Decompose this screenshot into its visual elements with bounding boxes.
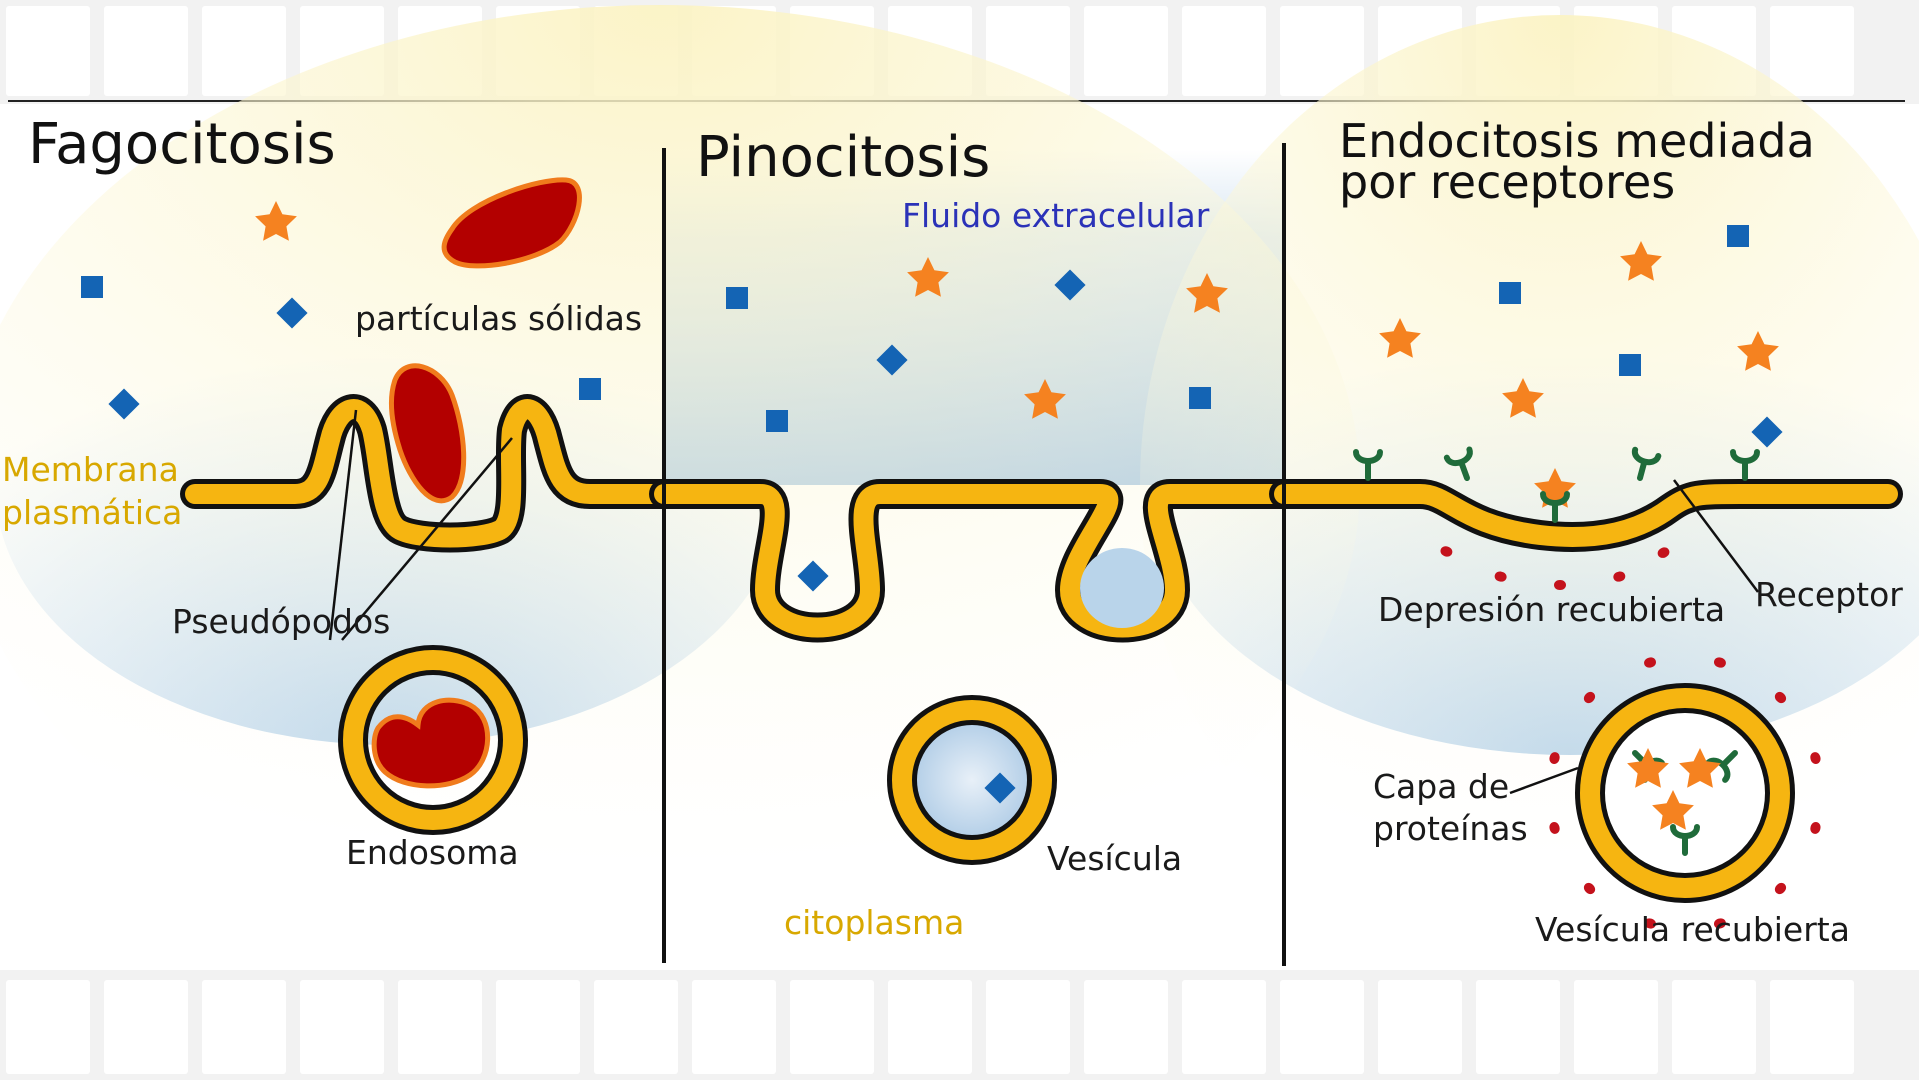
strip-cell bbox=[6, 980, 90, 1074]
molecule-square bbox=[1619, 354, 1641, 376]
strip-cell bbox=[790, 980, 874, 1074]
strip-cell bbox=[986, 980, 1070, 1074]
strip-cell bbox=[1182, 6, 1266, 96]
strip-cell bbox=[104, 6, 188, 96]
invagination-fluid bbox=[1080, 548, 1164, 628]
label-receptor: Receptor bbox=[1755, 575, 1903, 614]
strip-cell bbox=[1280, 6, 1364, 96]
molecule-square bbox=[726, 287, 748, 309]
strip-cell bbox=[496, 980, 580, 1074]
strip-cell bbox=[1770, 6, 1854, 96]
strip-cell bbox=[300, 980, 384, 1074]
label-endosome: Endosoma bbox=[346, 833, 519, 872]
title-receptor-mediated-line2: por receptores bbox=[1339, 155, 1675, 209]
strip-cell bbox=[202, 980, 286, 1074]
strip-cell bbox=[1084, 980, 1168, 1074]
strip-cell bbox=[1378, 980, 1462, 1074]
strip-cell bbox=[888, 980, 972, 1074]
plasma-membrane bbox=[180, 394, 1903, 643]
label-coated-pit: Depresión recubierta bbox=[1378, 590, 1725, 629]
strip-cell bbox=[1770, 980, 1854, 1074]
strip-cell bbox=[1672, 980, 1756, 1074]
label-protein-coat-line2: proteínas bbox=[1373, 809, 1528, 848]
leader-lines bbox=[328, 409, 1759, 795]
strip-cell bbox=[1476, 980, 1560, 1074]
title-pinocytosis: Pinocitosis bbox=[696, 125, 990, 190]
coated-vesicle bbox=[1548, 656, 1822, 930]
molecule-square bbox=[81, 276, 103, 298]
strip-cell bbox=[1280, 980, 1364, 1074]
label-extracellular-fluid: Fluido extracelular bbox=[902, 196, 1210, 235]
strip-cell bbox=[1084, 6, 1168, 96]
title-receptor-mediated-line1: Endocitosis mediada bbox=[1339, 114, 1815, 168]
title-phagocytosis: Fagocitosis bbox=[28, 112, 336, 177]
strip-cell bbox=[202, 6, 286, 96]
vesicle bbox=[887, 695, 1057, 865]
label-cytoplasm: citoplasma bbox=[784, 903, 964, 942]
label-membrane-line1: Membrana bbox=[2, 450, 179, 489]
strip-cell bbox=[398, 980, 482, 1074]
engulfed-particle bbox=[388, 363, 467, 504]
endosome bbox=[338, 645, 528, 835]
molecule-square bbox=[1499, 282, 1521, 304]
label-coated-vesicle: Vesícula recubierta bbox=[1535, 910, 1850, 949]
strip-cell bbox=[6, 6, 90, 96]
label-pseudopods: Pseudópodos bbox=[172, 602, 390, 641]
label-protein-coat-line1: Capa de bbox=[1373, 767, 1509, 806]
bottom-decorative-strip bbox=[6, 980, 1854, 1074]
molecule-square bbox=[1189, 387, 1211, 409]
strip-cell bbox=[1182, 980, 1266, 1074]
molecule-square bbox=[766, 410, 788, 432]
strip-cell bbox=[1574, 980, 1658, 1074]
label-vesicle: Vesícula bbox=[1047, 839, 1182, 878]
strip-cell bbox=[594, 980, 678, 1074]
label-membrane-line2: plasmática bbox=[2, 493, 182, 532]
molecule-diamond bbox=[108, 388, 140, 420]
molecule-square bbox=[579, 378, 601, 400]
molecule-diamond bbox=[276, 297, 308, 329]
molecule-square bbox=[1727, 225, 1749, 247]
strip-cell bbox=[692, 980, 776, 1074]
strip-cell bbox=[104, 980, 188, 1074]
solid-particle bbox=[441, 177, 582, 269]
label-solid-particles: partículas sólidas bbox=[355, 299, 642, 338]
